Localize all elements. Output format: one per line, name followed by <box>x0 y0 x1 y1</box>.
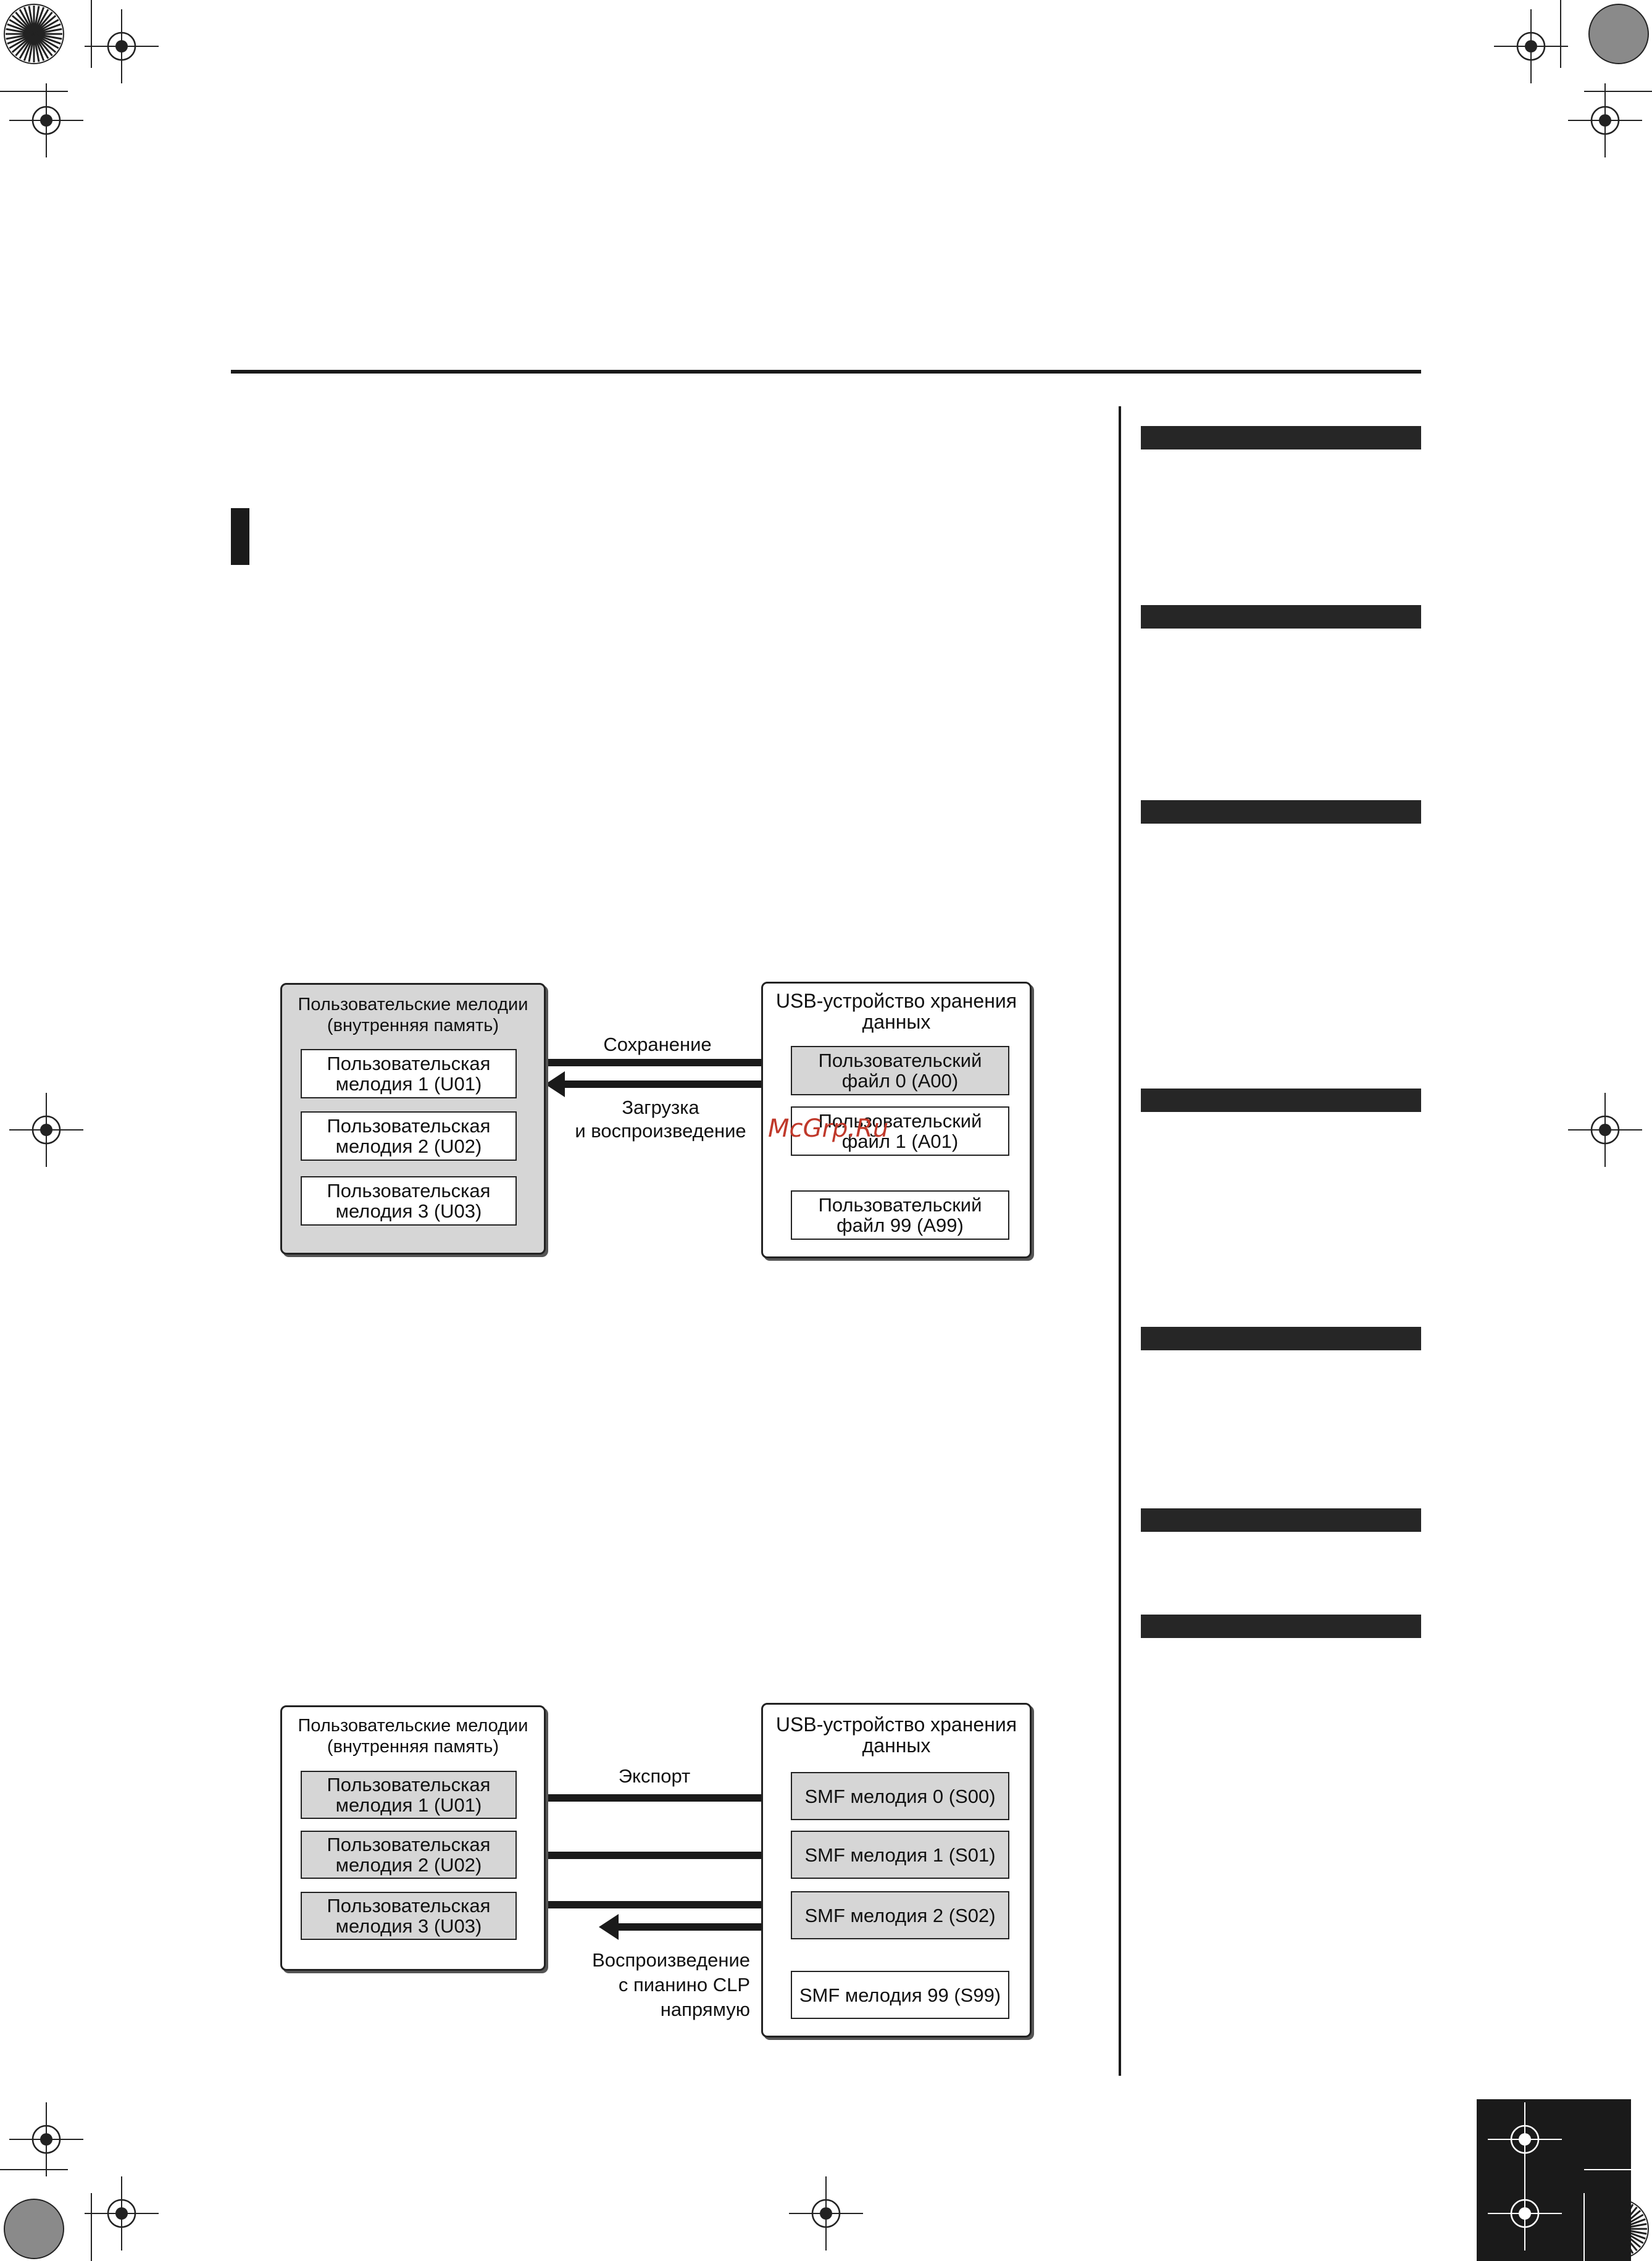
crosshair-mark <box>1493 8 1569 85</box>
arrow-load-label: Загрузка и воспроизведение <box>575 1097 746 1142</box>
arrow-export-2 <box>517 1842 793 1868</box>
arrow-export-3 <box>517 1892 793 1918</box>
crosshair-mark <box>1567 1092 1643 1168</box>
sidebar-heading-bar <box>1141 1615 1421 1638</box>
sidebar-heading-bar <box>1141 1327 1421 1350</box>
registration-disc-top-right <box>1588 4 1649 64</box>
crosshair-mark <box>83 2175 160 2252</box>
usb-storage-title: USB-устройство хранения данных <box>775 990 1017 1033</box>
arrow-export-1 <box>517 1785 793 1811</box>
registration-starburst-top-left <box>4 4 64 64</box>
page-corner-block <box>1477 2099 1631 2261</box>
crosshair-mark <box>8 2101 85 2178</box>
watermark: McGrp.Ru <box>768 1114 889 1143</box>
smf-song-item: SMF мелодия 2 (S02) <box>791 1891 1009 1939</box>
sidebar-heading-bar <box>1141 800 1421 824</box>
sidebar-divider <box>1119 406 1121 2076</box>
crosshair-mark <box>1567 82 1643 159</box>
sidebar-heading-bar <box>1141 1508 1421 1532</box>
user-songs-title: Пользовательские мелодии (внутренняя пам… <box>298 995 528 1035</box>
smf-song-item: SMF мелодия 1 (S01) <box>791 1831 1009 1879</box>
arrow-play-direct <box>599 1914 791 1940</box>
crosshair-mark <box>83 8 160 85</box>
smf-song-item: SMF мелодия 0 (S00) <box>791 1772 1009 1820</box>
section-marker <box>231 508 249 565</box>
arrow-export-label: Экспорт <box>618 1765 691 1787</box>
crosshair-mark <box>788 2175 864 2252</box>
sidebar-heading-bar <box>1141 1089 1421 1112</box>
usb-storage-title: USB-устройство хранения данных <box>775 1713 1017 1757</box>
registration-disc-bottom-left <box>4 2199 64 2259</box>
crosshair-mark <box>8 1092 85 1168</box>
smf-song-item: SMF мелодия 99 (S99) <box>791 1971 1009 2019</box>
crosshair-mark <box>8 82 85 159</box>
arrow-save-label: Сохранение <box>603 1034 712 1055</box>
sidebar-heading-bar <box>1141 605 1421 629</box>
arrow-play-direct-label: Воспроизведение с пианино CLP напрямую <box>592 1949 750 2020</box>
arrow-load <box>545 1071 790 1097</box>
sidebar-heading-bar <box>1141 426 1421 449</box>
user-songs-title: Пользовательские мелодии (внутренняя пам… <box>298 1716 528 1757</box>
header-rule <box>231 370 1421 374</box>
